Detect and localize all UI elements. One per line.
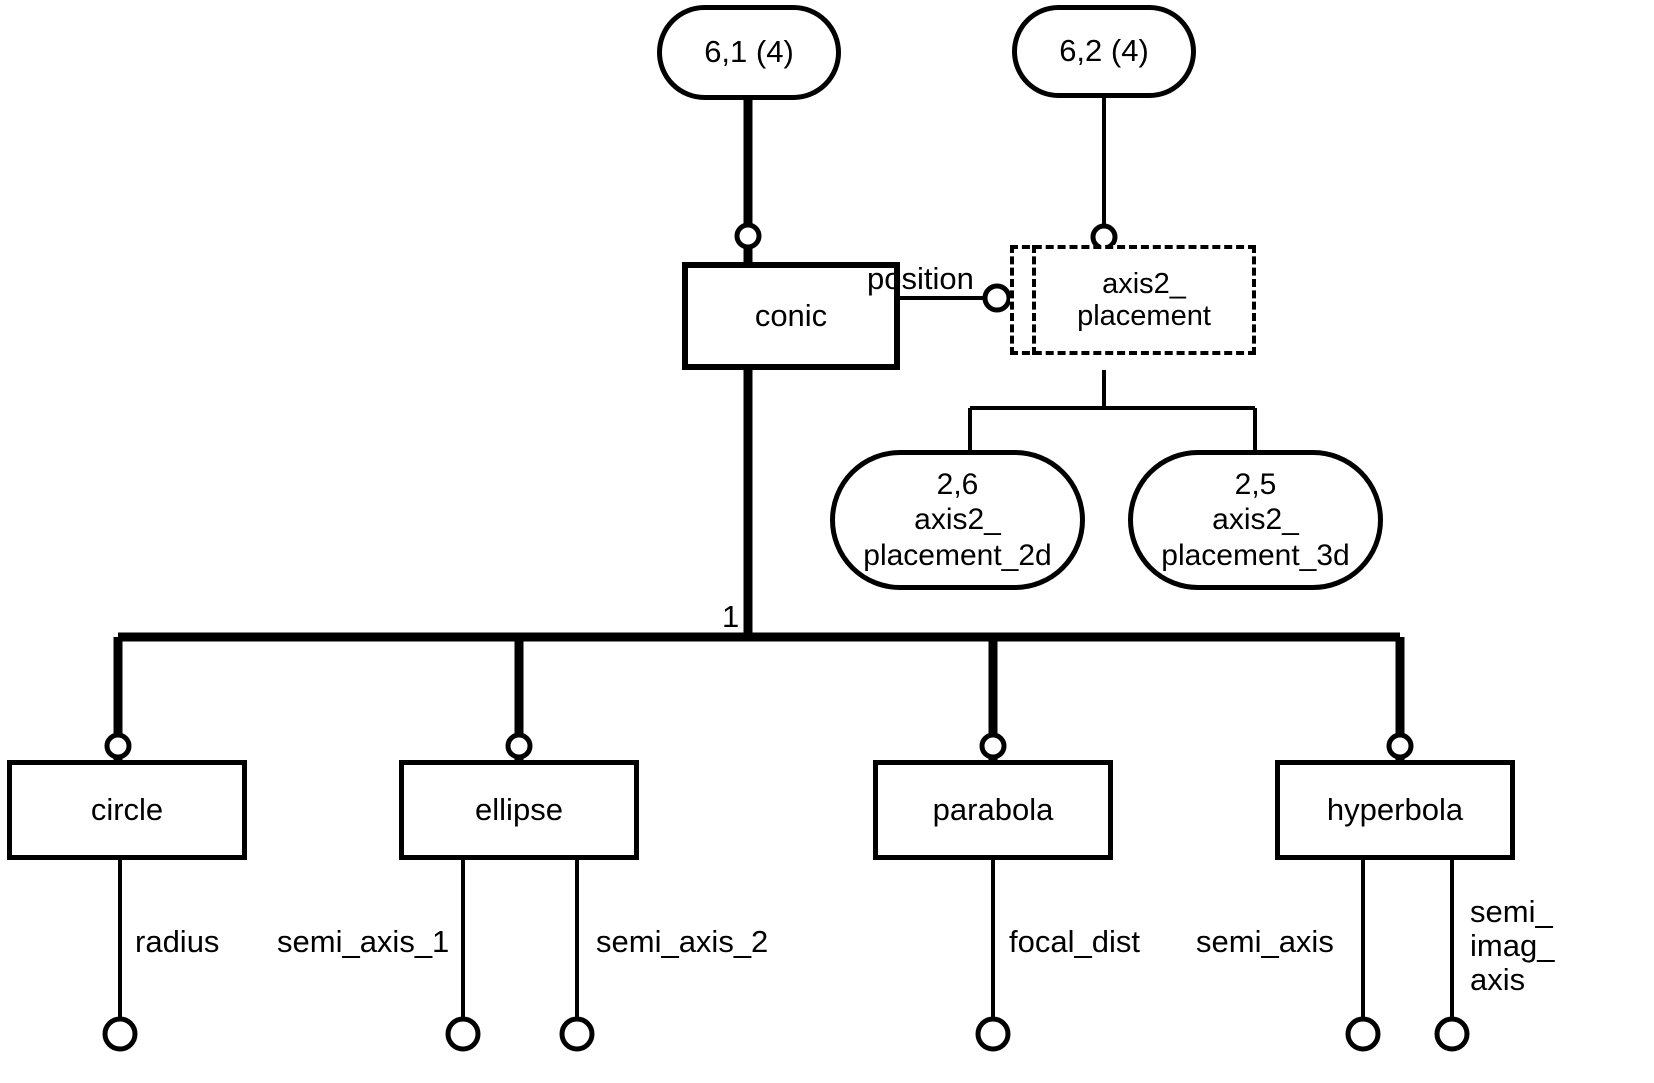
- entity-box-hyperbola[interactable]: hyperbola: [1275, 760, 1515, 860]
- select-target-2d-page: 2,6: [936, 467, 979, 501]
- select-target-3d-line1: axis2_: [1212, 503, 1299, 537]
- relation-circle-circle-top: [104, 732, 132, 760]
- entity-box-conic[interactable]: conic: [682, 262, 900, 370]
- attribute-label-semi-axis-1: semi_axis_1: [277, 924, 450, 959]
- relation-circle-parabola-top: [979, 732, 1007, 760]
- entity-label-parabola: parabola: [932, 792, 1054, 828]
- entity-label-conic: conic: [754, 298, 828, 334]
- page-ref-6-1[interactable]: 6,1 (4): [657, 5, 841, 100]
- page-ref-double-left-edge: [1032, 245, 1036, 355]
- select-target-2d-line1: axis2_: [914, 503, 1001, 537]
- attribute-label-semi-axis-2: semi_axis_2: [596, 924, 769, 959]
- select-target-axis2-placement-2d[interactable]: 2,6 axis2_ placement_2d: [830, 450, 1085, 590]
- relation-circle-hyperbola-top: [1386, 732, 1414, 760]
- attr-circle-focal-dist: [975, 1016, 1011, 1052]
- select-target-3d-page: 2,5: [1234, 467, 1277, 501]
- page-ref-6-1-label: 6,1 (4): [704, 34, 794, 70]
- entity-label-circle: circle: [90, 792, 164, 828]
- select-target-3d-line2: placement_3d: [1161, 538, 1350, 572]
- attribute-label-focal-dist: focal_dist: [1009, 924, 1140, 959]
- entity-box-ellipse[interactable]: ellipse: [399, 760, 639, 860]
- relation-circle-ellipse-top: [505, 732, 533, 760]
- referenced-entity-label-line2: placement: [1077, 300, 1211, 332]
- referenced-entity-axis2-placement[interactable]: axis2_ placement: [1010, 245, 1256, 355]
- attr-circle-radius: [102, 1016, 138, 1052]
- attribute-label-semi-axis: semi_axis: [1196, 924, 1334, 959]
- page-ref-6-2[interactable]: 6,2 (4): [1012, 5, 1196, 98]
- relation-circle-position: [982, 283, 1012, 313]
- attribute-label-semi-imag-axis: semi_imag_axis: [1470, 894, 1555, 998]
- relationship-label-supertype-one: 1: [722, 599, 740, 634]
- entity-label-ellipse: ellipse: [475, 792, 563, 828]
- attribute-label-radius: radius: [135, 924, 220, 959]
- attr-circle-semi-axis-1: [445, 1016, 481, 1052]
- select-target-2d-label: 2,6 axis2_ placement_2d: [863, 467, 1051, 573]
- entity-box-circle[interactable]: circle: [7, 760, 247, 860]
- select-target-axis2-placement-3d[interactable]: 2,5 axis2_ placement_3d: [1128, 450, 1383, 590]
- relationship-label-position: position: [867, 261, 974, 296]
- entity-box-parabola[interactable]: parabola: [873, 760, 1113, 860]
- select-target-2d-line2: placement_2d: [863, 538, 1052, 572]
- attr-circle-semi-axis: [1345, 1016, 1381, 1052]
- relation-circle-conic-top: [734, 222, 762, 250]
- attr-circle-semi-imag-axis: [1434, 1016, 1470, 1052]
- referenced-entity-label: axis2_ placement: [1077, 268, 1211, 333]
- attr-circle-semi-axis-2: [559, 1016, 595, 1052]
- page-ref-6-2-label: 6,2 (4): [1059, 33, 1149, 69]
- select-target-3d-label: 2,5 axis2_ placement_3d: [1161, 467, 1349, 573]
- referenced-entity-label-line1: axis2_: [1102, 267, 1186, 300]
- entity-label-hyperbola: hyperbola: [1326, 792, 1464, 828]
